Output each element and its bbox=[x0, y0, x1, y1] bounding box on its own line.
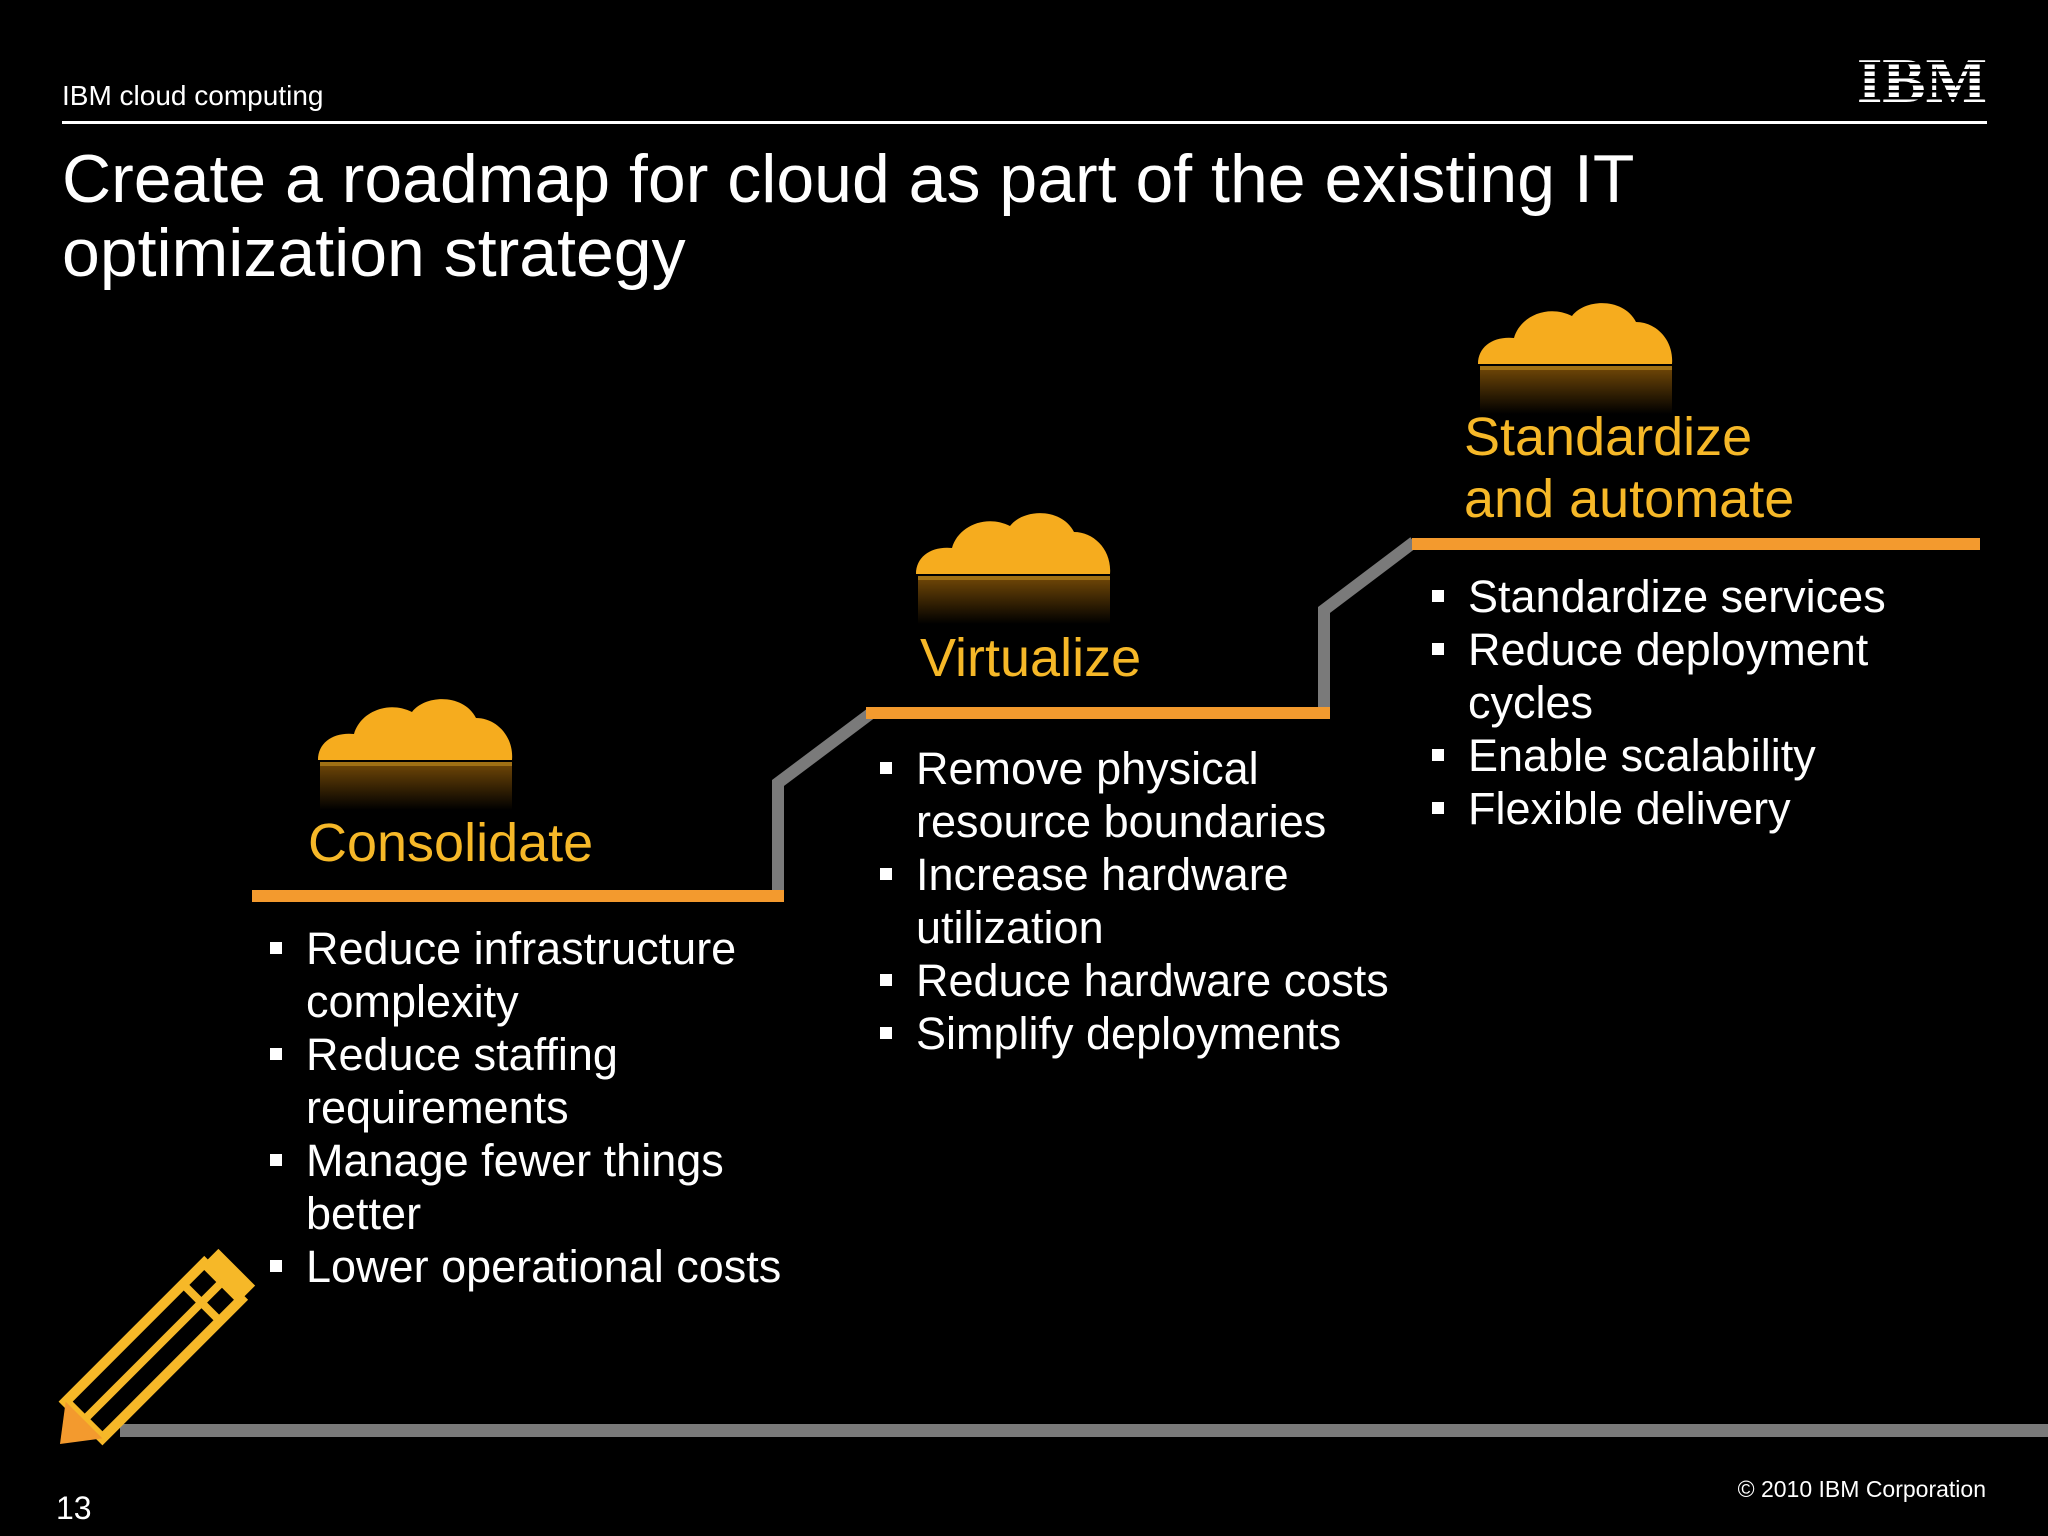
svg-text:IBM: IBM bbox=[1857, 50, 1987, 106]
list-item: Reduce infrastructure complexity bbox=[270, 922, 830, 1028]
list-item: Standardize services bbox=[1432, 570, 1992, 623]
pencil-icon bbox=[58, 1248, 256, 1446]
list-item: Remove physical resource boundaries bbox=[880, 742, 1400, 848]
step-connector bbox=[772, 709, 874, 896]
step-platform bbox=[1412, 538, 1980, 550]
slide-title: Create a roadmap for cloud as part of th… bbox=[62, 141, 1634, 291]
step-list-standardize: Standardize services Reduce deployment c… bbox=[1432, 570, 1992, 835]
list-item: Reduce hardware costs bbox=[880, 954, 1400, 1007]
step-platform bbox=[866, 707, 1330, 719]
step-title-line: Standardize bbox=[1464, 407, 1753, 467]
page-number: 13 bbox=[56, 1490, 92, 1526]
header-label: IBM cloud computing bbox=[62, 80, 324, 111]
bottom-baseline bbox=[120, 1424, 2048, 1437]
copyright: © 2010 IBM Corporation bbox=[1737, 1476, 1986, 1502]
list-item: Enable scalability bbox=[1432, 729, 1992, 782]
list-item: Manage fewer things better bbox=[270, 1134, 830, 1240]
step-platform bbox=[252, 890, 784, 902]
header-divider bbox=[62, 121, 1987, 124]
step-title-consolidate: Consolidate bbox=[308, 813, 594, 873]
step-list-consolidate: Reduce infrastructure complexity Reduce … bbox=[270, 922, 830, 1293]
list-item: Lower operational costs bbox=[270, 1240, 830, 1293]
step-title-line: and automate bbox=[1464, 469, 1795, 529]
cloud-icon bbox=[1478, 303, 1673, 414]
step-list-virtualize: Remove physical resource boundaries Incr… bbox=[880, 742, 1400, 1060]
list-item: Simplify deployments bbox=[880, 1007, 1400, 1060]
step-connector bbox=[1318, 537, 1418, 714]
ibm-logo: IBM bbox=[1857, 50, 1987, 106]
list-item: Reduce staffing requirements bbox=[270, 1028, 830, 1134]
list-item: Reduce deployment cycles bbox=[1432, 623, 1992, 729]
cloud-icon bbox=[916, 513, 1111, 624]
step-title-virtualize: Virtualize bbox=[920, 628, 1142, 688]
step-title-standardize: Standardize and automate bbox=[1464, 406, 1794, 530]
cloud-icon bbox=[318, 699, 513, 810]
list-item: Flexible delivery bbox=[1432, 782, 1992, 835]
list-item: Increase hardware utilization bbox=[880, 848, 1400, 954]
